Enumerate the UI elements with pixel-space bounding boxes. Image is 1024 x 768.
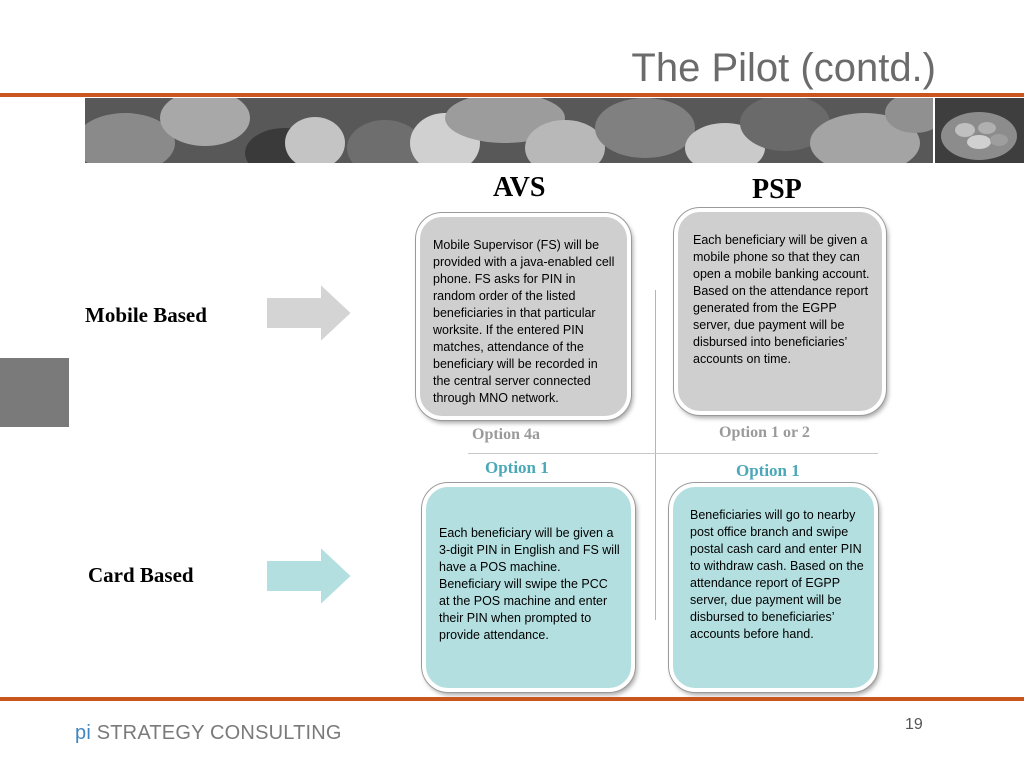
option-label-mobile-psp: Option 1 or 2 xyxy=(719,424,810,441)
brand-logo: pi STRATEGY CONSULTING xyxy=(75,722,342,745)
row-label-mobile: Mobile Based xyxy=(85,303,207,327)
top-divider xyxy=(0,93,1024,97)
mobile-psp-description: Each beneficiary will be given a mobile … xyxy=(693,233,870,366)
row-label-card: Card Based xyxy=(88,563,194,587)
banner-thumbnail xyxy=(935,98,1024,163)
option-label-card-psp: Option 1 xyxy=(736,461,800,480)
card-avs-box: Each beneficiary will be given a 3-digit… xyxy=(422,483,635,692)
card-psp-box: Beneficiaries will go to nearby post off… xyxy=(669,483,878,692)
brand-logo-pi: pi xyxy=(75,722,91,744)
card-psp-description: Beneficiaries will go to nearby post off… xyxy=(690,508,864,641)
banner-image xyxy=(85,98,933,163)
horizontal-divider xyxy=(468,453,878,454)
mobile-avs-box: Mobile Supervisor (FS) will be provided … xyxy=(416,213,631,420)
mobile-psp-box: Each beneficiary will be given a mobile … xyxy=(674,208,886,415)
pebbles-illustration xyxy=(935,98,1024,163)
column-header-psp: PSP xyxy=(752,174,802,205)
option-label-card-avs: Option 1 xyxy=(485,458,549,477)
shells-illustration xyxy=(85,98,933,163)
side-accent-block xyxy=(0,358,69,427)
bottom-divider xyxy=(0,697,1024,701)
brand-logo-text: STRATEGY CONSULTING xyxy=(90,722,342,744)
option-label-mobile-avs: Option 4a xyxy=(472,426,541,443)
arrow-right-icon xyxy=(266,283,354,343)
mobile-avs-description: Mobile Supervisor (FS) will be provided … xyxy=(433,238,615,405)
vertical-divider xyxy=(655,290,656,620)
column-header-avs: AVS xyxy=(493,172,546,203)
page-number: 19 xyxy=(905,716,923,733)
arrow-right-icon xyxy=(266,546,354,606)
slide-title: The Pilot (contd.) xyxy=(631,46,936,90)
card-avs-description: Each beneficiary will be given a 3-digit… xyxy=(439,526,620,642)
